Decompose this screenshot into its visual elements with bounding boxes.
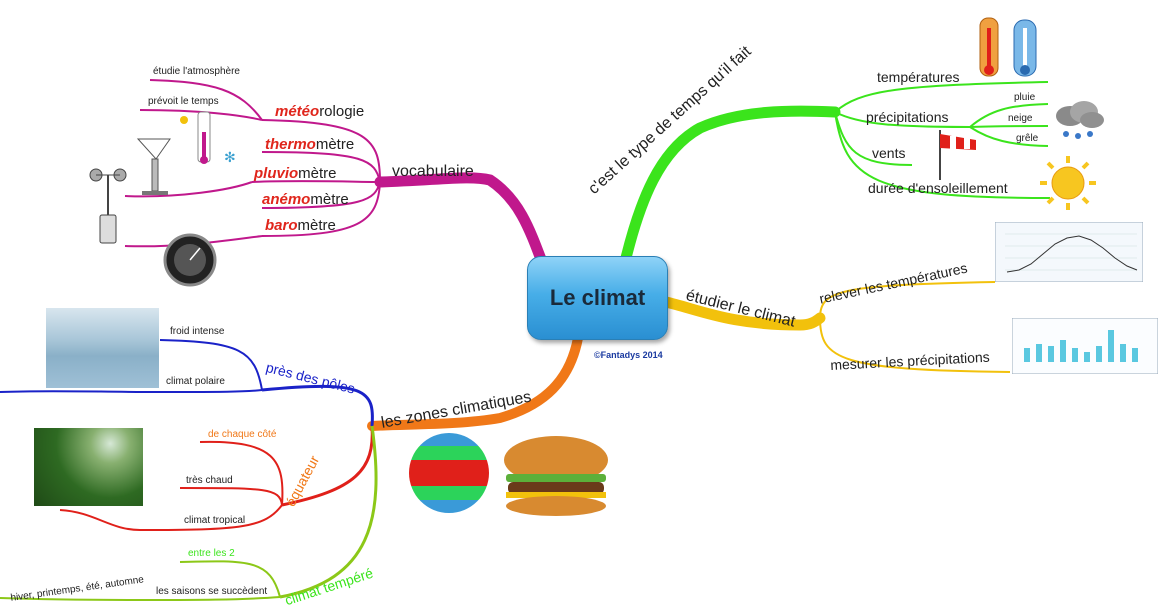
word-prefix: anémo: [262, 191, 311, 208]
central-title: Le climat: [549, 285, 646, 310]
node-climat-tropical: climat tropical: [184, 515, 246, 526]
tropical-forest-photo: [34, 428, 143, 506]
sun-icon: [1040, 156, 1096, 210]
type-temps-sublines: [834, 81, 1051, 199]
note-etudie-atmosphere: étudie l'atmosphère: [153, 66, 240, 77]
svg-text:✻: ✻: [224, 150, 236, 166]
node-grele: grêle: [1016, 133, 1039, 144]
cloud-rain-icon: [1056, 101, 1104, 139]
node-pluie: pluie: [1014, 92, 1036, 103]
equateur-line: [281, 425, 374, 507]
pluviometer-anemometer-icon: [89, 138, 171, 244]
word-prefix: météo: [275, 103, 320, 120]
node-de-chaque-cote: de chaque côté: [208, 429, 277, 440]
node-vents[interactable]: vents: [872, 145, 906, 161]
tempere-sublines: [0, 560, 281, 601]
node-pluviometre[interactable]: pluviomètre: [254, 166, 337, 182]
credit-text: ©Fantadys 2014: [594, 350, 663, 360]
node-climat-polaire: climat polaire: [166, 376, 225, 387]
word-suffix: mètre: [310, 191, 349, 208]
node-precipitations[interactable]: précipitations: [866, 109, 949, 125]
word-suffix: rologie: [319, 103, 365, 120]
node-duree-ensoleillement[interactable]: durée d'ensoleillement: [868, 180, 1008, 196]
polar-ice-photo: [46, 308, 159, 388]
word-suffix: mètre: [297, 217, 336, 234]
windsock-icon: [939, 130, 976, 180]
vocabulaire-sublines: [124, 79, 381, 248]
poles-sublines: [0, 339, 263, 393]
word-suffix: mètre: [298, 165, 337, 182]
word-prefix: baro: [265, 217, 298, 234]
branch-type-temps-line: [619, 105, 841, 268]
precipitation-chart-thumbnail: [1012, 318, 1158, 374]
equateur-sublines: [59, 440, 284, 531]
word-suffix: mètre: [315, 136, 355, 153]
node-saisons-succedent: les saisons se succèdent: [156, 586, 268, 597]
node-anemometre[interactable]: anémomètre: [262, 192, 349, 208]
node-temperatures[interactable]: températures: [877, 69, 960, 85]
node-entre-les-2: entre les 2: [188, 548, 235, 559]
burger-icon: [504, 436, 608, 516]
node-tres-chaud: très chaud: [186, 475, 233, 486]
etudier-sublines: [819, 281, 1011, 373]
node-meteorologie[interactable]: météorologie: [275, 104, 364, 120]
branch-zones-line: [367, 333, 583, 431]
poles-line: [261, 384, 374, 427]
climate-zones-globe-icon: [409, 433, 489, 513]
node-neige: neige: [1008, 113, 1033, 124]
node-froid-intense: froid intense: [170, 326, 225, 337]
node-barometre[interactable]: baromètre: [265, 218, 336, 234]
branch-etudier-line: [660, 296, 826, 331]
word-prefix: pluvio: [254, 165, 299, 182]
node-vocabulaire[interactable]: vocabulaire: [392, 163, 474, 180]
node-thermometre[interactable]: thermomètre: [265, 137, 354, 153]
central-node[interactable]: Le climat: [527, 256, 668, 340]
branch-vocabulaire-line: [374, 172, 551, 276]
word-prefix: thermo: [265, 136, 316, 153]
tempere-line: [279, 425, 378, 599]
note-prevoit-temps: prévoit le temps: [148, 96, 219, 107]
temperature-chart-thumbnail: [995, 222, 1143, 282]
thermometers-icon: [979, 17, 1037, 77]
thermometer-sun-icon: ✻: [180, 111, 236, 166]
barometer-icon: [163, 233, 217, 287]
